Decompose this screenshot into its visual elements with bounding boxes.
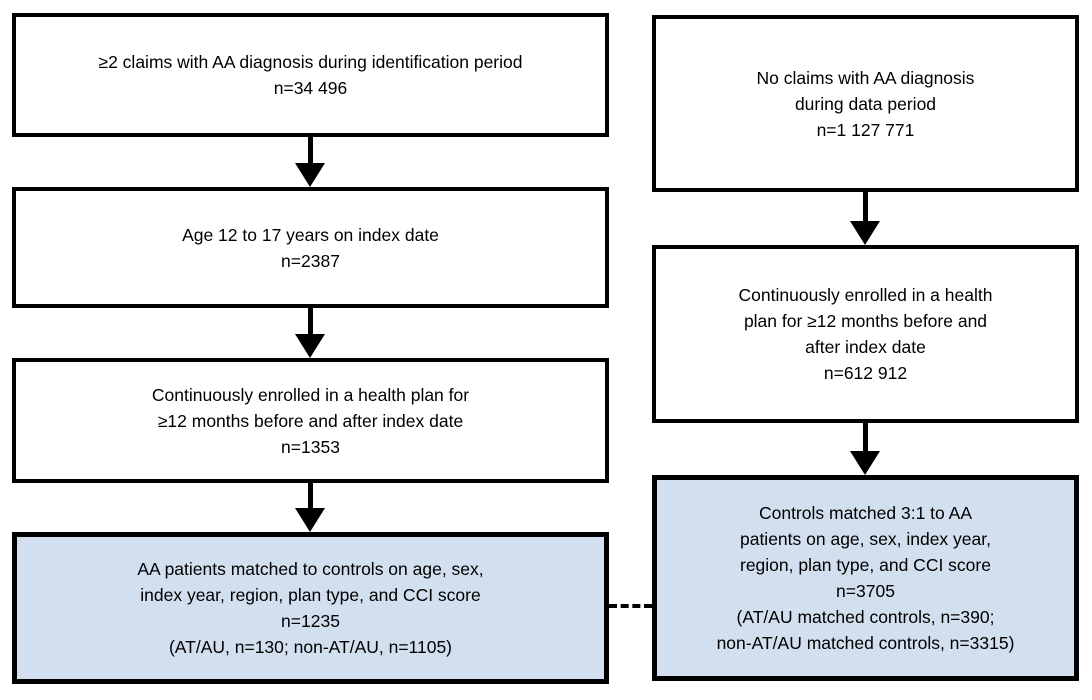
arrow-head — [850, 221, 880, 245]
box-text: Continuously enrolled in a health plan f… — [151, 384, 470, 457]
box-text: No claims with AA diagnosis during data … — [756, 67, 975, 140]
box-matched-aa-patients: AA patients matched to controls on age, … — [12, 532, 609, 684]
box-text: Age 12 to 17 years on index date n=2387 — [182, 224, 439, 271]
arrow-stem — [307, 137, 313, 163]
arrow-stem — [307, 483, 313, 508]
box-text: Controls matched 3:1 to AA patients on a… — [716, 503, 1015, 653]
arrow-stem — [862, 423, 868, 451]
arrow-head — [295, 508, 325, 532]
box-continuous-enrollment-patients: Continuously enrolled in a health plan f… — [12, 358, 609, 483]
arrow-head — [850, 451, 880, 475]
matching-dashed-connector-line — [609, 604, 652, 608]
box-text: Continuously enrolled in a health plan f… — [738, 285, 993, 383]
box-no-aa-claims: No claims with AA diagnosis during data … — [652, 15, 1079, 192]
box-text: ≥2 claims with AA diagnosis during ident… — [98, 52, 523, 98]
box-age-12-17: Age 12 to 17 years on index date n=2387 — [12, 187, 609, 308]
box-continuous-enrollment-controls: Continuously enrolled in a health plan f… — [652, 245, 1079, 423]
down-arrow-icon — [850, 423, 880, 475]
down-arrow-icon — [850, 192, 880, 245]
box-text: AA patients matched to controls on age, … — [137, 559, 484, 657]
box-aa-claims-identification: ≥2 claims with AA diagnosis during ident… — [12, 13, 609, 137]
arrow-stem — [862, 192, 868, 221]
box-matched-controls: Controls matched 3:1 to AA patients on a… — [652, 475, 1079, 681]
arrow-stem — [307, 308, 313, 334]
arrow-head — [295, 163, 325, 187]
arrow-head — [295, 334, 325, 358]
down-arrow-icon — [295, 308, 325, 358]
down-arrow-icon — [295, 483, 325, 532]
down-arrow-icon — [295, 137, 325, 187]
